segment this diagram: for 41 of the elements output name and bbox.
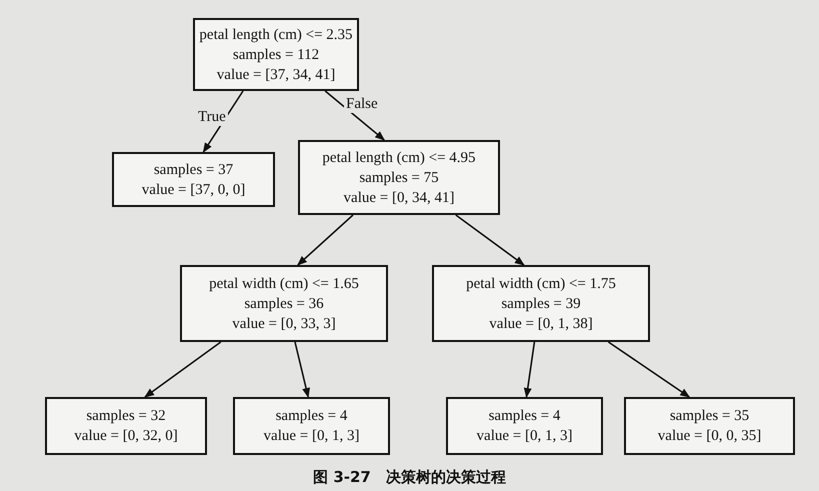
node-text: value = [0, 1, 3] [264,427,360,446]
node-text: petal length (cm) <= 4.95 [322,148,476,168]
arrow [524,342,536,398]
edge-label: False [344,95,380,113]
node-text: samples = 36 [244,294,324,314]
node-text: samples = 112 [232,46,320,64]
decision-node-box [193,18,359,91]
edge-label: True [196,108,228,126]
node-text: value = [0, 1, 38] [489,314,593,334]
node-text: samples = 39 [501,294,581,314]
node-text: samples = 4 [488,407,560,426]
decision-node-box [45,397,207,455]
node-text: value = [37, 34, 41] [216,66,336,84]
node-text: petal length (cm) <= 2.35 [199,26,353,44]
node-text: value = [0, 33, 3] [232,314,336,334]
node-text: value = [0, 34, 41] [344,188,454,208]
decision-node-box [432,265,650,342]
node-text: samples = 37 [154,160,234,180]
node-text: samples = 4 [276,407,348,426]
node-text: samples = 35 [670,407,750,426]
arrow [144,341,222,398]
arrow [324,90,385,141]
node-text: value = [0, 32, 0] [74,427,178,446]
node-text: samples = 32 [86,407,166,426]
node-text: samples = 75 [359,168,439,188]
decision-node-box [624,397,795,455]
caption: 图 3-27 决策树的决策过程 [313,468,506,486]
arrow [608,341,690,398]
node-text: value = [0, 0, 35] [658,427,762,446]
decision-node-box [233,397,390,455]
node-text: value = [0, 1, 3] [476,427,572,446]
arrow [297,214,354,266]
node-text: petal width (cm) <= 1.65 [209,274,359,294]
arrow [455,214,525,266]
decision-node-box [112,152,275,207]
node-text: petal width (cm) <= 1.75 [466,274,616,294]
decision-node-box [446,397,603,455]
arrow [294,342,310,398]
node-text: value = [37, 0, 0] [142,180,246,200]
decision-node-box [298,140,500,215]
decision-node-box [180,265,388,342]
